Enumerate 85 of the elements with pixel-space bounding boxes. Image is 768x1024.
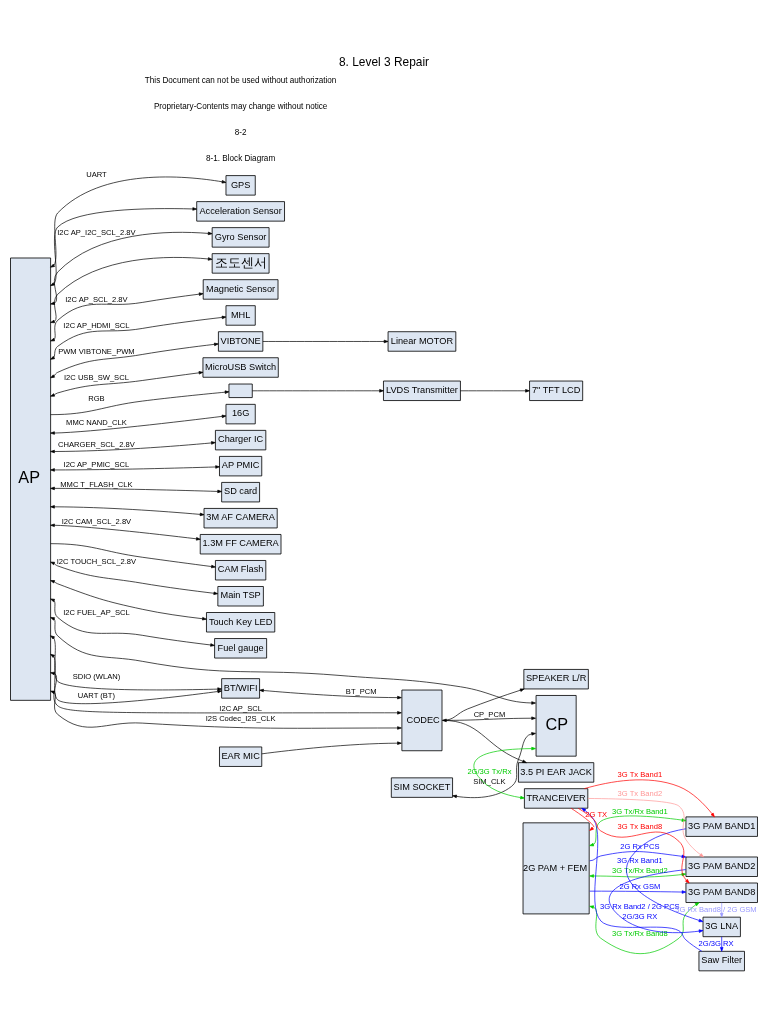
node-box: BT/WIFI xyxy=(221,677,260,699)
node-box: AP PMIC xyxy=(219,455,263,476)
arrow xyxy=(50,504,205,516)
arrow xyxy=(50,598,215,647)
arrow xyxy=(589,901,700,954)
node-box: Fuel gauge xyxy=(214,637,268,658)
arrow xyxy=(50,523,201,540)
arrow xyxy=(473,746,536,799)
node-box: Charger IC xyxy=(215,429,267,450)
arrow xyxy=(50,440,216,453)
arrow xyxy=(587,797,704,857)
arrow xyxy=(589,872,687,878)
node-box: 2G PAM + FEM xyxy=(522,821,590,914)
diagram-title: 8. Level 3 Repair xyxy=(338,54,430,69)
node-box: 7" TFT LCD xyxy=(529,380,584,401)
node-box: 조도센서 xyxy=(211,252,270,274)
arrow xyxy=(262,339,389,343)
node-box: VIBTONE xyxy=(218,330,264,352)
arrow xyxy=(442,688,525,721)
arrow xyxy=(50,634,222,691)
arrow xyxy=(50,231,213,305)
arrow xyxy=(460,388,530,392)
node-box: 3G LNA xyxy=(702,916,741,937)
node-box: 16G xyxy=(225,403,256,424)
node-box: 3G PAM BAND1 xyxy=(685,815,758,837)
node-box: Gyro Sensor xyxy=(211,226,270,248)
arrow xyxy=(50,292,204,341)
arrow xyxy=(50,256,213,323)
node-box: 3G PAM BAND8 xyxy=(685,882,758,903)
node-box: Acceleration Sensor xyxy=(196,200,285,222)
arrow xyxy=(50,176,227,268)
arrow xyxy=(589,850,687,861)
arrow xyxy=(50,206,197,286)
node-box: MicroUSB Switch xyxy=(202,356,279,378)
arrow xyxy=(589,815,687,846)
arrow xyxy=(452,731,536,798)
arrow xyxy=(442,719,527,763)
arrow xyxy=(589,889,687,894)
arrow xyxy=(50,690,402,730)
arrow xyxy=(50,370,204,397)
arrow xyxy=(50,579,207,620)
node-box: CP xyxy=(535,694,577,757)
arrow xyxy=(570,807,595,831)
arrow xyxy=(720,901,724,917)
node-box: 1.3M FF CAMERA xyxy=(199,533,282,554)
arrow xyxy=(50,486,222,493)
node-box: 3M AF CAMERA xyxy=(203,507,278,528)
node-box: 3G PAM BAND2 xyxy=(685,856,758,877)
arrow xyxy=(50,315,227,360)
arrow xyxy=(251,388,384,392)
node-box: Magnetic Sensor xyxy=(202,278,279,300)
arrow xyxy=(50,671,402,714)
node-box: MHL xyxy=(225,304,256,326)
node-box: GPS xyxy=(225,174,256,195)
arrow xyxy=(50,342,219,378)
node-box xyxy=(228,383,253,398)
arrow xyxy=(581,807,703,952)
node-box: Main TSP xyxy=(217,585,264,606)
node-box: SPEAKER L/R xyxy=(523,668,589,689)
node-box: TRANCEIVER xyxy=(524,787,589,809)
arrow xyxy=(50,390,230,415)
arrow xyxy=(50,414,227,435)
arrow xyxy=(720,936,724,952)
node-box: CODEC xyxy=(401,689,443,751)
node-box: SD card xyxy=(221,481,260,502)
node-box: Touch Key LED xyxy=(206,611,276,632)
arrow xyxy=(261,741,402,754)
arrow xyxy=(608,868,704,933)
arrow xyxy=(50,561,218,595)
arrow xyxy=(626,827,704,922)
node-box: Saw Filter xyxy=(698,950,745,971)
node-box: CAM Flash xyxy=(215,559,267,580)
node-box: AP xyxy=(10,257,52,701)
arrow xyxy=(50,653,222,704)
arrow xyxy=(577,807,690,883)
node-box: Linear MOTOR xyxy=(387,330,457,352)
node-box: EAR MIC xyxy=(219,746,263,767)
node-box: LVDS Transmitter xyxy=(383,380,461,401)
arrow xyxy=(442,716,536,722)
arrow xyxy=(50,542,216,568)
arrow xyxy=(50,464,220,472)
node-box: SIM SOCKET xyxy=(390,776,453,798)
arrow xyxy=(50,616,536,705)
arrow xyxy=(259,688,402,699)
arrow xyxy=(584,779,715,817)
